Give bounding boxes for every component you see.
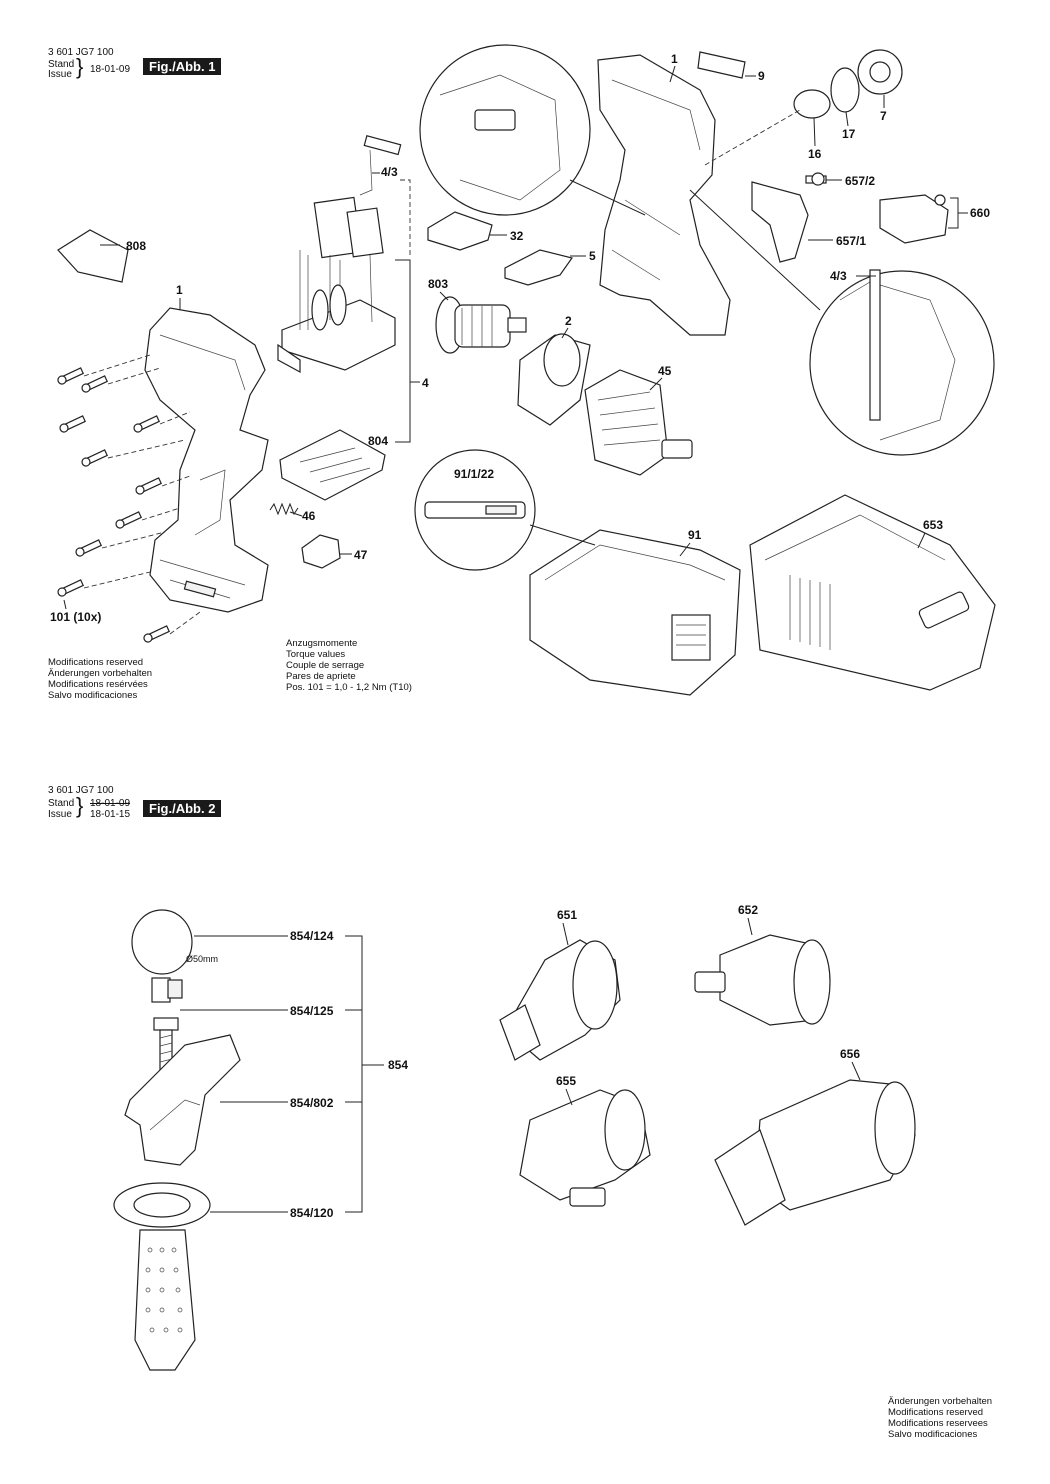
part-label: 46 — [302, 509, 316, 523]
detail-magnifier-right — [689, 189, 995, 456]
part-label: 803 — [428, 277, 448, 291]
note-line: Modifications reserved — [888, 1407, 984, 1418]
strap-854-124 — [131, 909, 193, 1003]
part-label: 854/125 — [290, 1004, 334, 1018]
clip-657-1 — [751, 181, 809, 263]
part-label: 32 — [510, 229, 524, 243]
screw-660 — [934, 194, 946, 206]
fig2-doc-number: 3 601 JG7 100 — [48, 785, 114, 796]
part-label: 804 — [368, 434, 388, 448]
switch-cap-32 — [427, 211, 493, 251]
slider-5 — [504, 249, 573, 286]
collar-7 — [857, 49, 903, 95]
part-label: 653 — [923, 518, 943, 532]
fig1-doc-number: 3 601 JG7 100 — [48, 47, 114, 58]
part-label: 16 — [808, 147, 822, 161]
part-label: 854/120 — [290, 1206, 334, 1220]
gearbox-45 — [584, 369, 693, 476]
note-line: Änderungen vorbehalten — [48, 668, 153, 679]
knob-47 — [301, 534, 341, 569]
part-label: 7 — [880, 109, 887, 123]
fig2-date: 18-01-15 — [90, 809, 131, 820]
torque-line: Pares de apriete — [286, 671, 356, 682]
motor-2 — [517, 333, 591, 426]
fig1-tag: Fig./Abb. 1 — [143, 58, 222, 75]
part-label: 1 — [671, 52, 678, 66]
fig1-issue-label: Issue — [48, 69, 72, 80]
screws-101 — [57, 354, 201, 643]
part-label: 91 — [688, 528, 702, 542]
part-label: 655 — [556, 1074, 576, 1088]
part-label: 657/2 — [845, 174, 875, 188]
spring-46 — [269, 502, 299, 516]
fig2-modification-notes: Änderungen vorbehalten Modifications res… — [888, 1396, 992, 1440]
housing-left-half — [144, 307, 269, 613]
note-line: Modifications reservees — [888, 1418, 988, 1429]
torque-line: Torque values — [286, 649, 346, 660]
bit-holder-660 — [879, 194, 949, 244]
part-label: 652 — [738, 903, 758, 917]
clamp-854-802 — [124, 1034, 241, 1166]
angle-attachment-655 — [519, 1089, 651, 1207]
part-label: 854 — [388, 1058, 408, 1072]
part-label: 101 (10x) — [50, 610, 101, 624]
housing-right-half — [597, 54, 731, 336]
fig2-date-old: 18-01-09 — [90, 798, 131, 809]
part-label: 808 — [126, 239, 146, 253]
fig2-issue-label: Issue — [48, 809, 72, 820]
charger-653 — [749, 494, 996, 691]
armature-803 — [435, 296, 527, 354]
part-label: 1 — [176, 283, 183, 297]
handle-854-120 — [113, 1182, 211, 1371]
chuck-attachment-651 — [499, 939, 621, 1061]
battery-91 — [529, 529, 741, 696]
part-label: 657/1 — [836, 234, 866, 248]
diameter-label: Ø50mm — [186, 954, 218, 964]
part-label: 854/802 — [290, 1096, 334, 1110]
note-line: Salvo modificaciones — [888, 1429, 978, 1440]
note-line: Modifications resérvées — [48, 679, 148, 690]
contact-board-804 — [279, 429, 386, 501]
detail-magnifier-top — [419, 44, 646, 216]
part-label: 651 — [557, 908, 577, 922]
torque-line: Pos. 101 = 1,0 - 1,2 Nm (T10) — [286, 682, 412, 693]
part-label: 4/3 — [830, 269, 847, 283]
fig1-date: 18-01-09 — [90, 64, 131, 75]
part-label: 17 — [842, 127, 856, 141]
bit-holder-attachment-652 — [694, 934, 831, 1026]
fig1-stand-label: Stand — [48, 59, 75, 70]
screw-657-2 — [805, 172, 827, 186]
part-label: 854/124 — [290, 929, 334, 943]
torque-line: Anzugsmomente — [286, 638, 358, 649]
note-line: Änderungen vorbehalten — [888, 1396, 993, 1407]
part-label: 45 — [658, 364, 672, 378]
label-plate-808 — [57, 229, 129, 283]
fig2-tag: Fig./Abb. 2 — [143, 800, 222, 817]
part-label: 5 — [589, 249, 596, 263]
detail-magnifier-battery — [414, 449, 596, 571]
fig2-stand-label: Stand — [48, 798, 75, 809]
torque-values: Anzugsmomente Torque values Couple de se… — [286, 638, 412, 693]
note-line: Salvo modificaciones — [48, 690, 138, 701]
part-label: 2 — [565, 314, 572, 328]
part-label: 4/3 — [381, 165, 398, 179]
part-label: 656 — [840, 1047, 860, 1061]
electronics-module-4 — [277, 135, 402, 374]
plate-9 — [697, 51, 746, 79]
part-label: 9 — [758, 69, 765, 83]
fig2-brace: } — [76, 793, 84, 818]
part-label: 91/1/22 — [454, 467, 494, 481]
fig1-modification-notes: Modifications reserved Änderungen vorbeh… — [48, 657, 152, 701]
part-label: 660 — [970, 206, 990, 220]
fig1-brace: } — [76, 54, 84, 79]
ring-17 — [830, 67, 860, 113]
part-label: 47 — [354, 548, 368, 562]
note-line: Modifications reserved — [48, 657, 144, 668]
part-label: 4 — [422, 376, 429, 390]
torque-line: Couple de serrage — [286, 660, 365, 671]
sds-attachment-656 — [714, 1079, 916, 1226]
cap-16 — [793, 89, 831, 119]
